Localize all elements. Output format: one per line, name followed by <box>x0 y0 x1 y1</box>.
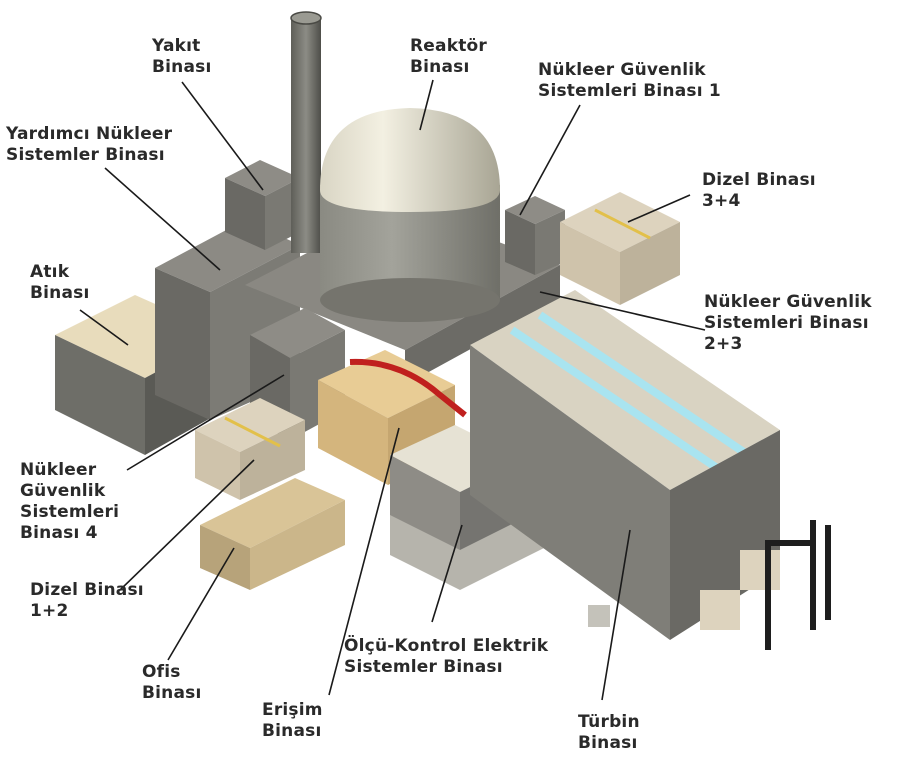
diesel-building-12 <box>195 398 305 500</box>
ventilation-stack <box>290 11 322 253</box>
label-diesel-building-12: Dizel Binası 1+2 <box>30 580 144 621</box>
switchyard <box>700 520 831 650</box>
label-waste-building: Atık Binası <box>30 262 90 303</box>
safety-building-1 <box>505 196 565 275</box>
small-kiosk <box>588 605 610 627</box>
label-diesel-building-34: Dizel Binası 3+4 <box>702 170 816 211</box>
label-fuel-building: Yakıt Binası <box>152 36 212 77</box>
label-auxiliary-building: Yardımcı Nükleer Sistemler Binası <box>6 124 173 165</box>
leader-lines <box>79 79 706 701</box>
turbine-building <box>470 290 780 640</box>
fuel-building <box>225 160 300 250</box>
label-safety-building-4: Nükleer Güvenlik Sistemleri Binası 4 <box>20 460 120 543</box>
label-safety-building-23: Nükleer Güvenlik Sistemleri Binası 2+3 <box>704 292 872 354</box>
label-reactor-building: Reaktör Binası <box>410 36 487 77</box>
label-safety-building-1: Nükleer Güvenlik Sistemleri Binası 1 <box>538 60 721 101</box>
office-building <box>200 478 345 590</box>
reactor-building <box>320 108 500 322</box>
label-access-building: Erişim Binası <box>262 700 323 741</box>
label-office-building: Ofis Binası <box>142 662 202 703</box>
label-ic-electrical-building: Ölçü-Kontrol Elektrik Sistemler Binası <box>344 636 549 677</box>
label-turbine-building: Türbin Binası <box>578 712 640 753</box>
diesel-building-34 <box>560 192 680 305</box>
